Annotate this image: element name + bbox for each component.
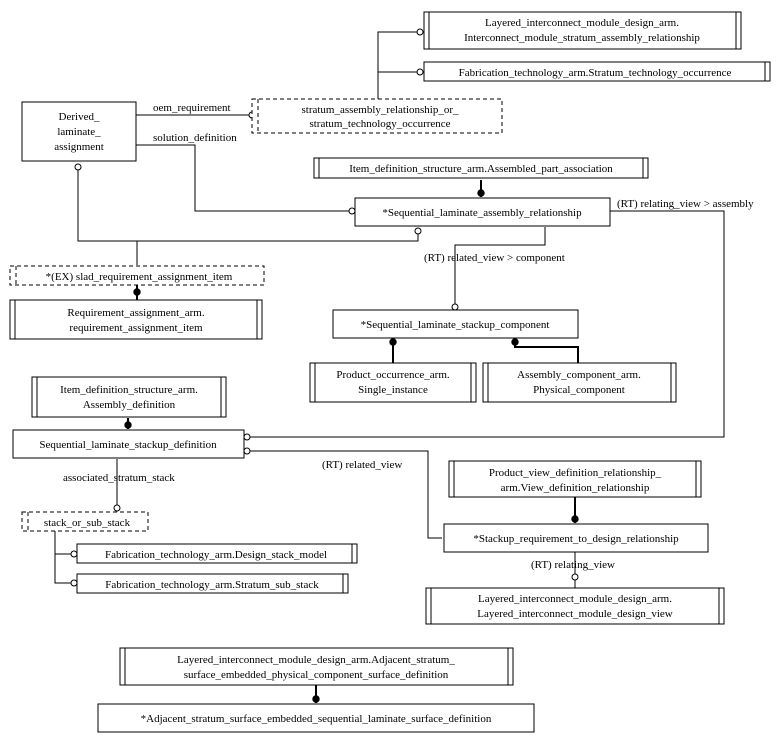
label-associated-stratum-stack: associated_stratum_stack — [63, 472, 175, 484]
entity-label: Product_occurrence_arm. — [336, 369, 450, 381]
select-stack-or-sub-stack[interactable]: stack_or_sub_stack — [21, 511, 149, 532]
entity-label: Product_view_definition_relationship_ — [489, 467, 662, 479]
filled-circle-marker — [124, 421, 132, 429]
label-related-view-component: (RT) related_view > component — [424, 252, 565, 264]
open-circle-marker — [70, 550, 78, 558]
entity-item-definition-assembly-definition[interactable]: Item_definition_structure_arm. Assembly_… — [31, 376, 227, 418]
relationship-labels: oem_requirement solution_definition (RT)… — [63, 102, 754, 571]
entity-layered-interconnect-design-view[interactable]: Layered_interconnect_module_design_arm. … — [425, 587, 725, 625]
filled-circle-marker — [477, 189, 485, 197]
open-circle-marker — [74, 163, 82, 171]
entity-label: Layered_interconnect_module_design_arm. — [485, 17, 679, 29]
entity-label: *Stackup_requirement_to_design_relations… — [473, 533, 679, 545]
select-label: stack_or_sub_stack — [44, 517, 131, 529]
filled-circle-marker — [511, 338, 519, 346]
entity-label: Item_definition_structure_arm.Assembled_… — [349, 163, 613, 175]
entity-label: Assembly_definition — [83, 399, 176, 411]
open-circle-marker — [451, 303, 459, 311]
entity-label: Requirement_assignment_arm. — [67, 307, 204, 319]
open-circle-marker — [571, 573, 579, 581]
select-label: stratum_assembly_relationship_or_ — [301, 104, 459, 116]
entity-label: *Adjacent_stratum_surface_embedded_seque… — [141, 713, 492, 725]
entity-adjacent-stratum-surface-definition[interactable]: Layered_interconnect_module_design_arm.A… — [119, 647, 514, 686]
entity-label: Layered_interconnect_module_design_view — [477, 608, 673, 620]
entity-label: surface_embedded_physical_component_surf… — [184, 669, 449, 681]
label-oem-requirement: oem_requirement — [153, 102, 231, 114]
entity-adjacent-seq-laminate-surface-definition[interactable]: *Adjacent_stratum_surface_embedded_seque… — [97, 703, 535, 733]
label-relating-view-assembly: (RT) relating_view > assembly — [617, 198, 754, 210]
entity-item-definition-assembled-part[interactable]: Item_definition_structure_arm.Assembled_… — [313, 157, 649, 179]
filled-circle-marker — [571, 515, 579, 523]
entity-label: requirement_assignment_item — [69, 322, 203, 334]
entity-stackup-requirement-to-design[interactable]: *Stackup_requirement_to_design_relations… — [443, 523, 709, 553]
select-stratum-assembly-or-technology[interactable]: stratum_assembly_relationship_or_ stratu… — [251, 98, 503, 134]
open-circle-marker — [243, 433, 251, 441]
entity-label: *Sequential_laminate_stackup_component — [361, 319, 550, 331]
entity-design-stack-model[interactable]: Fabrication_technology_arm.Design_stack_… — [76, 543, 358, 564]
entity-label: Interconnect_module_stratum_assembly_rel… — [464, 32, 700, 44]
open-circle-marker — [348, 207, 356, 215]
select-slad-requirement-assignment-item[interactable]: *(EX) slad_requirement_assignment_item — [9, 265, 265, 286]
label-related-view: (RT) related_view — [322, 459, 402, 471]
entity-label: *Sequential_laminate_assembly_relationsh… — [382, 207, 582, 219]
entity-label: Single_instance — [358, 384, 428, 396]
entity-product-view-definition-relationship[interactable]: Product_view_definition_relationship_ ar… — [448, 460, 702, 498]
entity-stratum-sub-stack[interactable]: Fabrication_technology_arm.Stratum_sub_s… — [76, 573, 349, 594]
entity-label: laminate_ — [57, 126, 101, 138]
open-circle-marker — [70, 579, 78, 587]
open-circle-marker — [416, 28, 424, 36]
open-circle-marker — [243, 447, 251, 455]
entity-requirement-assignment-item[interactable]: Requirement_assignment_arm. requirement_… — [9, 299, 263, 340]
entity-label: Layered_interconnect_module_design_arm.A… — [177, 654, 455, 666]
entity-label: arm.View_definition_relationship — [501, 482, 650, 494]
entity-label: Fabrication_technology_arm.Stratum_techn… — [459, 67, 732, 79]
entity-fab-stratum-technology-occurrence[interactable]: Fabrication_technology_arm.Stratum_techn… — [423, 61, 771, 82]
entity-layered-interconnect-stratum[interactable]: Layered_interconnect_module_design_arm. … — [423, 11, 742, 50]
entity-label: Physical_component — [533, 384, 625, 396]
entity-seq-laminate-assembly-relationship[interactable]: *Sequential_laminate_assembly_relationsh… — [354, 197, 611, 227]
entity-label: assignment — [54, 141, 104, 153]
label-relating-view: (RT) relating_view — [531, 559, 615, 571]
entity-label: Fabrication_technology_arm.Stratum_sub_s… — [105, 579, 319, 591]
select-label: *(EX) slad_requirement_assignment_item — [46, 271, 233, 283]
connector-endpoints — [70, 28, 579, 703]
filled-circle-marker — [389, 338, 397, 346]
open-circle-marker — [113, 504, 121, 512]
entity-derived-laminate-assignment[interactable]: Derived_ laminate_ assignment — [21, 101, 137, 162]
entity-label: Assembly_component_arm. — [517, 369, 641, 381]
entity-seq-laminate-stackup-component[interactable]: *Sequential_laminate_stackup_component — [332, 309, 579, 339]
open-circle-marker — [414, 227, 422, 235]
entity-label: Sequential_laminate_stackup_definition — [39, 439, 217, 451]
entity-assembly-component-physical[interactable]: Assembly_component_arm. Physical_compone… — [482, 362, 677, 403]
open-circle-marker — [416, 68, 424, 76]
entity-product-occurrence-single-instance[interactable]: Product_occurrence_arm. Single_instance — [309, 362, 477, 403]
select-label: stratum_technology_occurrence — [309, 118, 450, 130]
entity-label: Fabrication_technology_arm.Design_stack_… — [105, 549, 327, 561]
entity-label: Layered_interconnect_module_design_arm. — [478, 593, 672, 605]
filled-circle-marker — [133, 288, 141, 296]
entity-label: Item_definition_structure_arm. — [60, 384, 198, 396]
filled-circle-marker — [312, 695, 320, 703]
entity-seq-laminate-stackup-definition[interactable]: Sequential_laminate_stackup_definition — [12, 429, 245, 459]
label-solution-definition: solution_definition — [153, 132, 237, 144]
entity-label: Derived_ — [59, 111, 100, 123]
